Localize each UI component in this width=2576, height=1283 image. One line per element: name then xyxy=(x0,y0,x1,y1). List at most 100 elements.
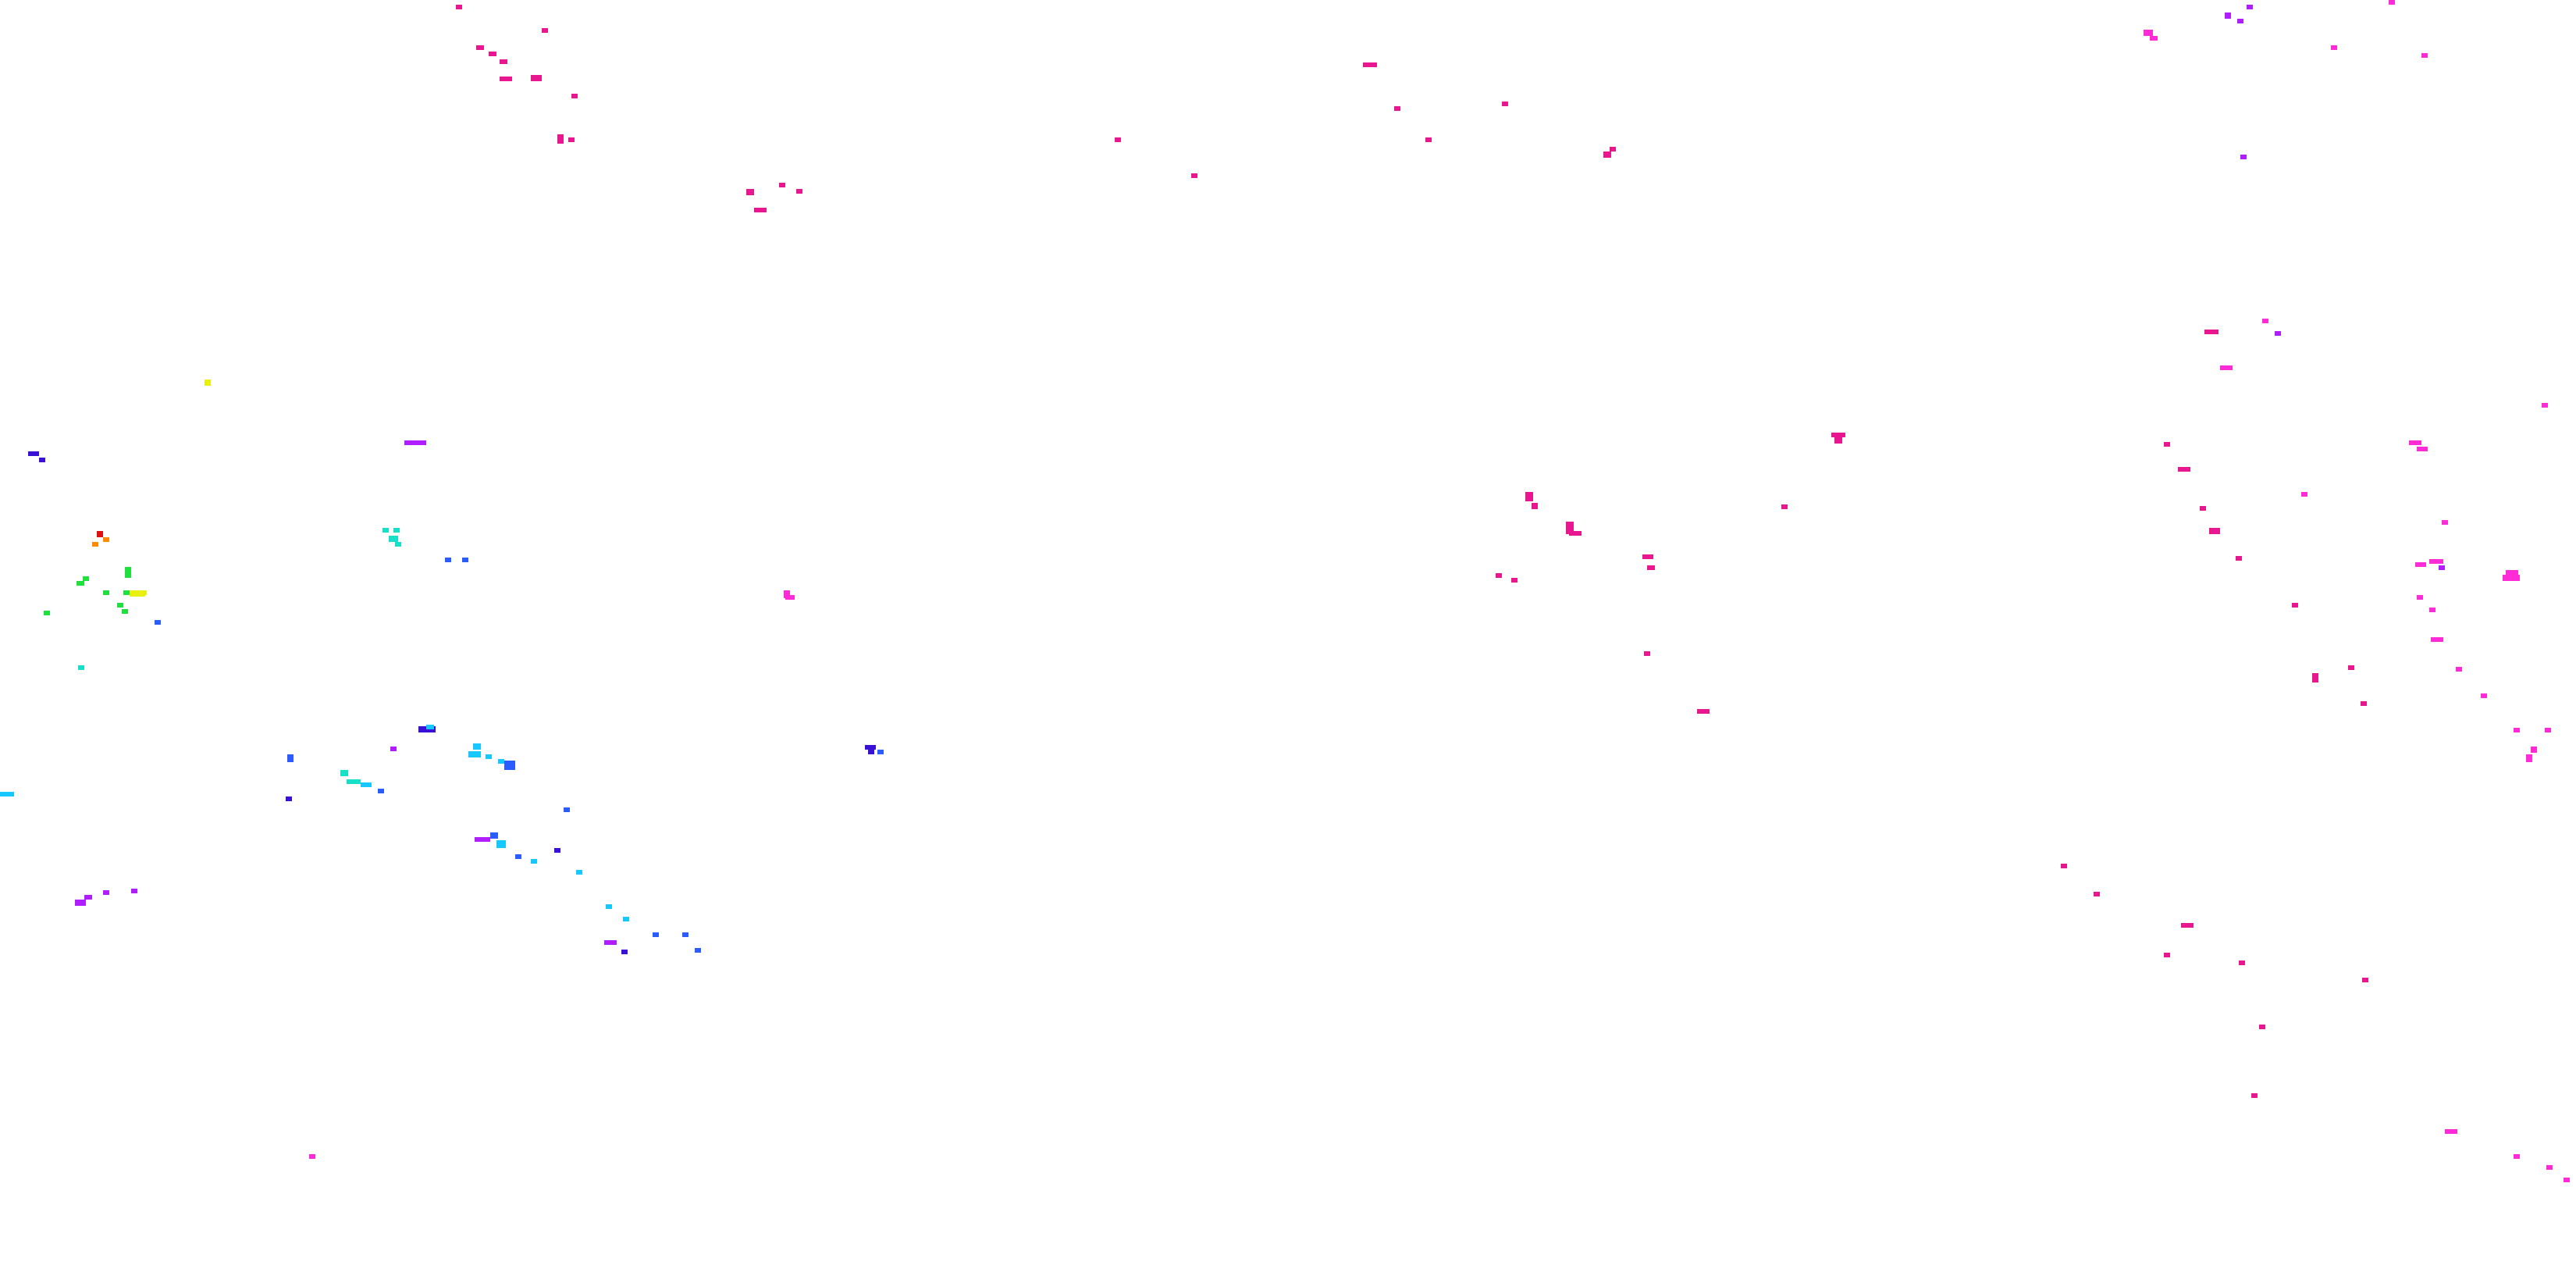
color-dot xyxy=(2164,442,2170,447)
color-dot xyxy=(1496,573,1502,578)
color-dot xyxy=(2389,0,2395,5)
color-dot xyxy=(473,743,481,750)
color-dot xyxy=(2251,1093,2258,1098)
color-dot xyxy=(2181,923,2194,928)
color-dot xyxy=(2526,754,2532,762)
color-dot xyxy=(2237,19,2243,23)
color-dot xyxy=(695,948,701,953)
color-dot xyxy=(2542,403,2548,408)
color-dot xyxy=(0,792,14,797)
color-dot xyxy=(2417,595,2423,600)
color-dot xyxy=(784,590,790,598)
color-dot xyxy=(2331,45,2337,50)
color-dot xyxy=(1834,437,1842,444)
color-dot xyxy=(476,45,484,50)
color-dot xyxy=(2429,608,2435,612)
color-dot xyxy=(604,940,617,945)
color-dot xyxy=(2439,565,2445,570)
color-dot xyxy=(2429,559,2443,564)
color-dot xyxy=(504,761,515,770)
color-dot xyxy=(75,900,86,906)
color-dot xyxy=(340,770,348,776)
color-dot xyxy=(498,759,504,764)
color-dot xyxy=(571,94,578,98)
color-dot xyxy=(606,904,612,909)
color-dot xyxy=(2220,365,2233,370)
color-dot xyxy=(1603,151,1611,158)
color-dot xyxy=(2094,892,2100,896)
color-dot xyxy=(205,380,211,386)
color-dot xyxy=(103,537,109,542)
color-dot xyxy=(542,28,548,33)
color-dot xyxy=(2200,506,2206,511)
color-dot xyxy=(1644,651,1650,656)
color-dot xyxy=(865,745,876,750)
color-dot xyxy=(754,208,767,212)
color-dot xyxy=(1115,137,1121,142)
color-dot xyxy=(2456,667,2462,672)
color-dot xyxy=(2421,53,2428,58)
color-dot xyxy=(103,890,109,895)
color-dot xyxy=(2506,570,2518,575)
color-dot xyxy=(389,536,398,542)
color-dot xyxy=(393,528,400,533)
color-dot xyxy=(1394,106,1400,111)
color-dot xyxy=(286,797,292,801)
color-dot xyxy=(39,458,45,462)
color-dot xyxy=(2514,728,2520,732)
color-dot xyxy=(554,848,560,853)
color-dot xyxy=(500,77,512,81)
color-dot xyxy=(568,137,575,142)
color-dot xyxy=(2362,978,2368,982)
color-dot xyxy=(404,440,426,445)
color-dot xyxy=(382,528,389,533)
color-dot xyxy=(2275,331,2281,336)
color-dot xyxy=(2514,1154,2520,1159)
color-dot xyxy=(531,75,542,81)
color-dot xyxy=(2301,492,2307,497)
color-dot xyxy=(2312,673,2318,682)
color-dot xyxy=(2144,30,2153,36)
color-dot xyxy=(287,754,294,762)
color-dot xyxy=(1697,709,1710,714)
color-dot xyxy=(796,189,802,194)
color-dot xyxy=(746,189,754,195)
color-dot xyxy=(2545,728,2551,732)
color-dot xyxy=(1831,433,1845,437)
color-dot xyxy=(2236,556,2242,561)
color-dot xyxy=(84,895,92,900)
color-dot xyxy=(462,558,468,562)
color-dot xyxy=(2531,747,2537,753)
color-dot xyxy=(500,59,507,64)
color-dot xyxy=(489,52,496,56)
color-dot xyxy=(76,581,84,586)
color-dot xyxy=(2204,330,2218,334)
color-dot xyxy=(557,134,564,144)
color-dot xyxy=(2292,603,2298,608)
color-dot xyxy=(1647,565,1655,570)
color-dot xyxy=(97,531,103,537)
color-dot xyxy=(2240,155,2247,159)
color-dot xyxy=(2348,665,2354,670)
color-dot xyxy=(1781,504,1788,509)
color-dot xyxy=(28,451,39,456)
color-dot xyxy=(785,595,795,600)
color-dot xyxy=(2564,1178,2570,1182)
color-dot xyxy=(515,854,521,859)
color-dot xyxy=(2209,528,2220,534)
color-dot xyxy=(390,747,397,751)
color-dot xyxy=(426,725,434,729)
color-dot xyxy=(2481,693,2487,698)
color-dot xyxy=(92,542,98,547)
color-dot xyxy=(2247,5,2253,9)
color-dot xyxy=(490,832,498,839)
color-dot xyxy=(877,750,884,754)
color-dot xyxy=(496,840,506,848)
color-dot xyxy=(2415,562,2426,567)
color-dot xyxy=(1566,522,1574,534)
color-dot xyxy=(395,542,401,547)
color-dot xyxy=(103,590,109,595)
color-dot xyxy=(468,751,481,757)
color-dot xyxy=(2061,864,2067,868)
color-dot xyxy=(456,5,462,9)
